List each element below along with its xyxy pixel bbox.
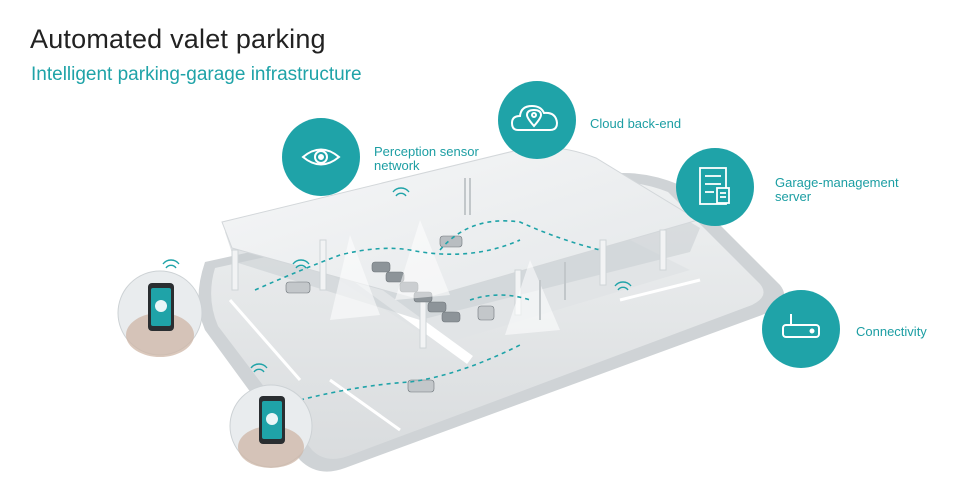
connectivity-circle	[762, 290, 840, 368]
perception-sensor-circle	[282, 118, 360, 196]
wifi-markers	[162, 187, 632, 373]
road-markings	[228, 278, 701, 432]
page-title: Automated valet parking	[30, 24, 326, 54]
connectivity-label: Connectivity	[856, 324, 927, 339]
perception-sensor-label: Perception sensor network	[374, 144, 479, 173]
connectivity-paths	[254, 220, 601, 401]
server-document-icon	[699, 167, 730, 205]
page-subtitle: Intelligent parking-garage infrastructur…	[31, 64, 362, 85]
sensor-poles	[464, 178, 566, 320]
sensor-cones	[330, 220, 560, 335]
router-icon	[782, 314, 820, 338]
cloud-back-end-circle	[498, 81, 576, 159]
garage-management-server-label: Garage-management server	[775, 175, 899, 204]
garage-management-server-circle	[676, 148, 754, 226]
cloud-back-end-label: Cloud back-end	[590, 116, 682, 131]
eye-icon	[301, 148, 341, 166]
cloud-location-icon	[510, 104, 559, 131]
phone-1	[117, 270, 203, 357]
phone-2	[229, 384, 313, 468]
